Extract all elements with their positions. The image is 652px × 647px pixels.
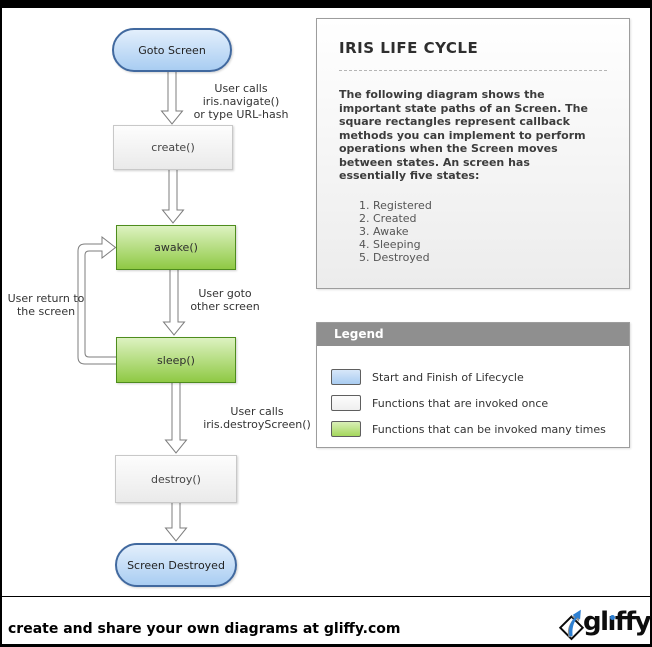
arrow-sleep-to-destroy <box>164 383 188 454</box>
edge-label-line: User goto <box>198 287 252 300</box>
wordmark-i: ı <box>607 607 617 637</box>
state-list-item: Awake <box>373 225 607 238</box>
node-destroy: destroy() <box>115 455 237 503</box>
info-panel-title: IRIS LIFE CYCLE <box>339 39 479 57</box>
legend-label: Start and Finish of Lifecycle <box>372 370 524 384</box>
state-list-item: Created <box>373 212 607 225</box>
state-list-item: Registered <box>373 199 607 212</box>
legend-row-invoked-once: Functions that are invoked once <box>331 390 629 416</box>
edge-label-line: User calls <box>230 405 284 418</box>
node-label: Goto Screen <box>138 43 206 57</box>
arrow-destroy-to-destroyed <box>164 503 188 542</box>
node-label: Screen Destroyed <box>127 558 225 572</box>
node-create: create() <box>113 125 233 170</box>
footer-tagline: create and share your own diagrams at gl… <box>8 621 401 637</box>
legend-label: Functions that are invoked once <box>372 396 549 410</box>
edge-label-line: other screen <box>190 300 260 313</box>
edge-label-line: User return to <box>7 292 85 305</box>
edge-label-goto-other-screen: User goto other screen <box>183 287 267 313</box>
legend-title: Legend <box>317 323 629 346</box>
frame-border-left <box>0 0 2 647</box>
state-list-item: Destroyed <box>373 251 607 264</box>
state-list: Registered Created Awake Sleeping Destro… <box>339 199 607 264</box>
arrow-awake-to-sleep <box>162 270 186 336</box>
frame-border-top <box>0 0 652 8</box>
legend-swatch-start-finish <box>331 369 361 385</box>
edge-label-navigate: User calls iris.navigate() or type URL-h… <box>177 82 305 121</box>
state-list-item: Sleeping <box>373 238 607 251</box>
info-panel-body: The following diagram shows the importan… <box>339 88 588 182</box>
gliffy-wordmark: glıffy <box>582 602 652 642</box>
arrow-create-to-awake <box>161 170 185 224</box>
edge-label-line: iris.destroyScreen() <box>203 418 311 431</box>
legend-row-invoked-many: Functions that can be invoked many times <box>331 416 629 442</box>
node-label: sleep() <box>157 353 195 367</box>
edge-label-destroy-call: User calls iris.destroyScreen() <box>196 405 318 431</box>
legend-label: Functions that can be invoked many times <box>372 422 606 436</box>
node-label: awake() <box>154 241 198 254</box>
wordmark-part: ffy <box>614 607 652 637</box>
frame-border-right <box>650 0 652 647</box>
node-awake: awake() <box>116 225 236 270</box>
node-sleep: sleep() <box>116 337 236 383</box>
wordmark-part: gl <box>582 607 609 637</box>
gliffy-logo: glıffy <box>558 602 652 644</box>
edge-label-line: the screen <box>16 305 76 318</box>
node-screen-destroyed: Screen Destroyed <box>115 543 237 587</box>
legend-panel: Legend Start and Finish of Lifecycle Fun… <box>316 322 630 448</box>
info-panel: IRIS LIFE CYCLE The following diagram sh… <box>316 18 630 289</box>
node-label: destroy() <box>151 472 201 486</box>
legend-body: Start and Finish of Lifecycle Functions … <box>317 346 629 442</box>
dashed-separator <box>339 70 607 71</box>
legend-swatch-invoked-many <box>331 421 361 437</box>
node-label: create() <box>151 141 195 154</box>
edge-label-line: or type URL-hash <box>193 108 289 121</box>
gliffy-diamond-arrow-icon <box>558 609 585 641</box>
edge-label-user-return: User return to the screen <box>4 292 88 318</box>
frame-border-bottom <box>0 644 652 647</box>
node-goto-screen: Goto Screen <box>112 28 232 72</box>
legend-row-start-finish: Start and Finish of Lifecycle <box>331 364 629 390</box>
footer-divider <box>0 596 652 597</box>
edge-label-line: User calls iris.navigate() <box>202 82 280 108</box>
legend-swatch-invoked-once <box>331 395 361 411</box>
